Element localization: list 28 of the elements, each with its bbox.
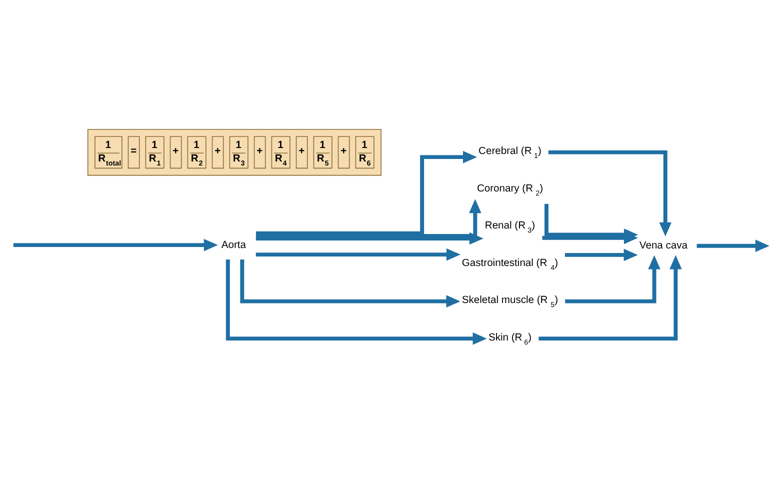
label: 1 <box>152 139 158 150</box>
label: R$_{5}$ <box>316 152 329 167</box>
label: R$_{1}$ <box>148 152 161 167</box>
node-text: Coronary (R$_{2}$) <box>476 182 544 197</box>
label: 1 <box>362 139 368 150</box>
label: R$_{4}$ <box>274 152 287 167</box>
node-text: Renal (R$_{3}$) <box>484 220 536 234</box>
node-text: Skin (R$_{6}$) <box>488 332 532 346</box>
label: R$_{total}$ <box>98 152 122 167</box>
label: + <box>256 146 263 157</box>
label: R$_{3}$ <box>232 152 245 167</box>
label: R$_{2}$ <box>190 152 203 167</box>
label: + <box>214 146 221 157</box>
node-text: Gastrointestinal (R$_{4}$) <box>462 257 558 272</box>
label: + <box>298 146 305 157</box>
node-text: Skeletal muscle (R$_{5}$) <box>462 294 558 309</box>
label: 1 <box>105 139 112 150</box>
label: 1 <box>320 139 326 150</box>
label: = <box>130 146 137 157</box>
label: 1 <box>194 139 200 150</box>
label: + <box>340 146 347 157</box>
label: R$_{6}$ <box>358 152 371 167</box>
node-text: Vena cava <box>639 240 688 252</box>
label: + <box>172 146 179 157</box>
node-text: Cerebral (R$_{1}$) <box>478 146 542 160</box>
node-text: Aorta <box>221 239 246 250</box>
label: 1 <box>236 139 242 150</box>
label: 1 <box>278 139 284 150</box>
